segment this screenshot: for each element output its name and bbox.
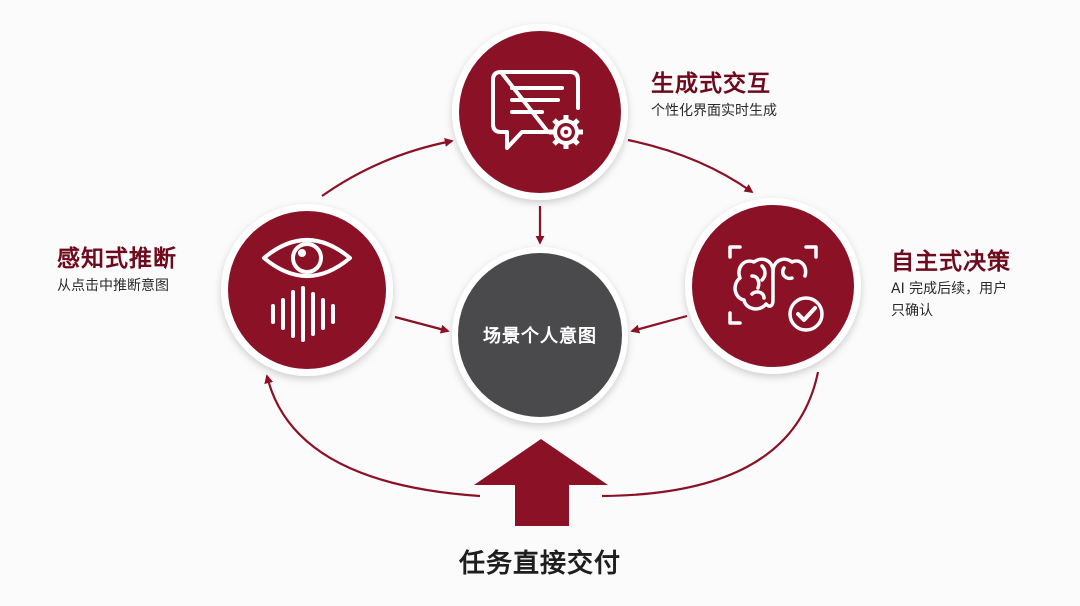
bottom-label: 任务直接交付 — [458, 549, 621, 579]
node-autonomous-title: 自主式决策 — [891, 249, 1011, 275]
arrow-right-to-center — [630, 314, 688, 334]
node-perceptive-title: 感知式推断 — [57, 246, 177, 272]
arrow-right-around-bottom — [601, 371, 820, 498]
arrow-top-to-right — [627, 138, 754, 194]
node-perceptive-subtitle: 从点击中推断意图 — [57, 278, 169, 294]
arrow-bottom-around-left — [264, 374, 481, 498]
brain-check-icon — [728, 245, 824, 332]
chat-bubble-gear-icon — [491, 70, 583, 150]
up-arrow-icon — [474, 439, 608, 526]
center-label: 场景个人意图 — [483, 326, 597, 347]
arrow-left-to-center — [394, 315, 450, 334]
eye-soundwave-icon — [262, 238, 352, 342]
node-perceptive-circle — [221, 204, 393, 376]
node-autonomous-subtitle-line2: 只确认 — [891, 303, 933, 319]
node-generative-subtitle: 个性化界面实时生成 — [651, 103, 777, 119]
arrow-left-to-top — [321, 137, 454, 197]
node-generative-title: 生成式交互 — [651, 71, 771, 97]
node-autonomous-subtitle-line1: AI 完成后续，用户 — [891, 281, 1008, 297]
